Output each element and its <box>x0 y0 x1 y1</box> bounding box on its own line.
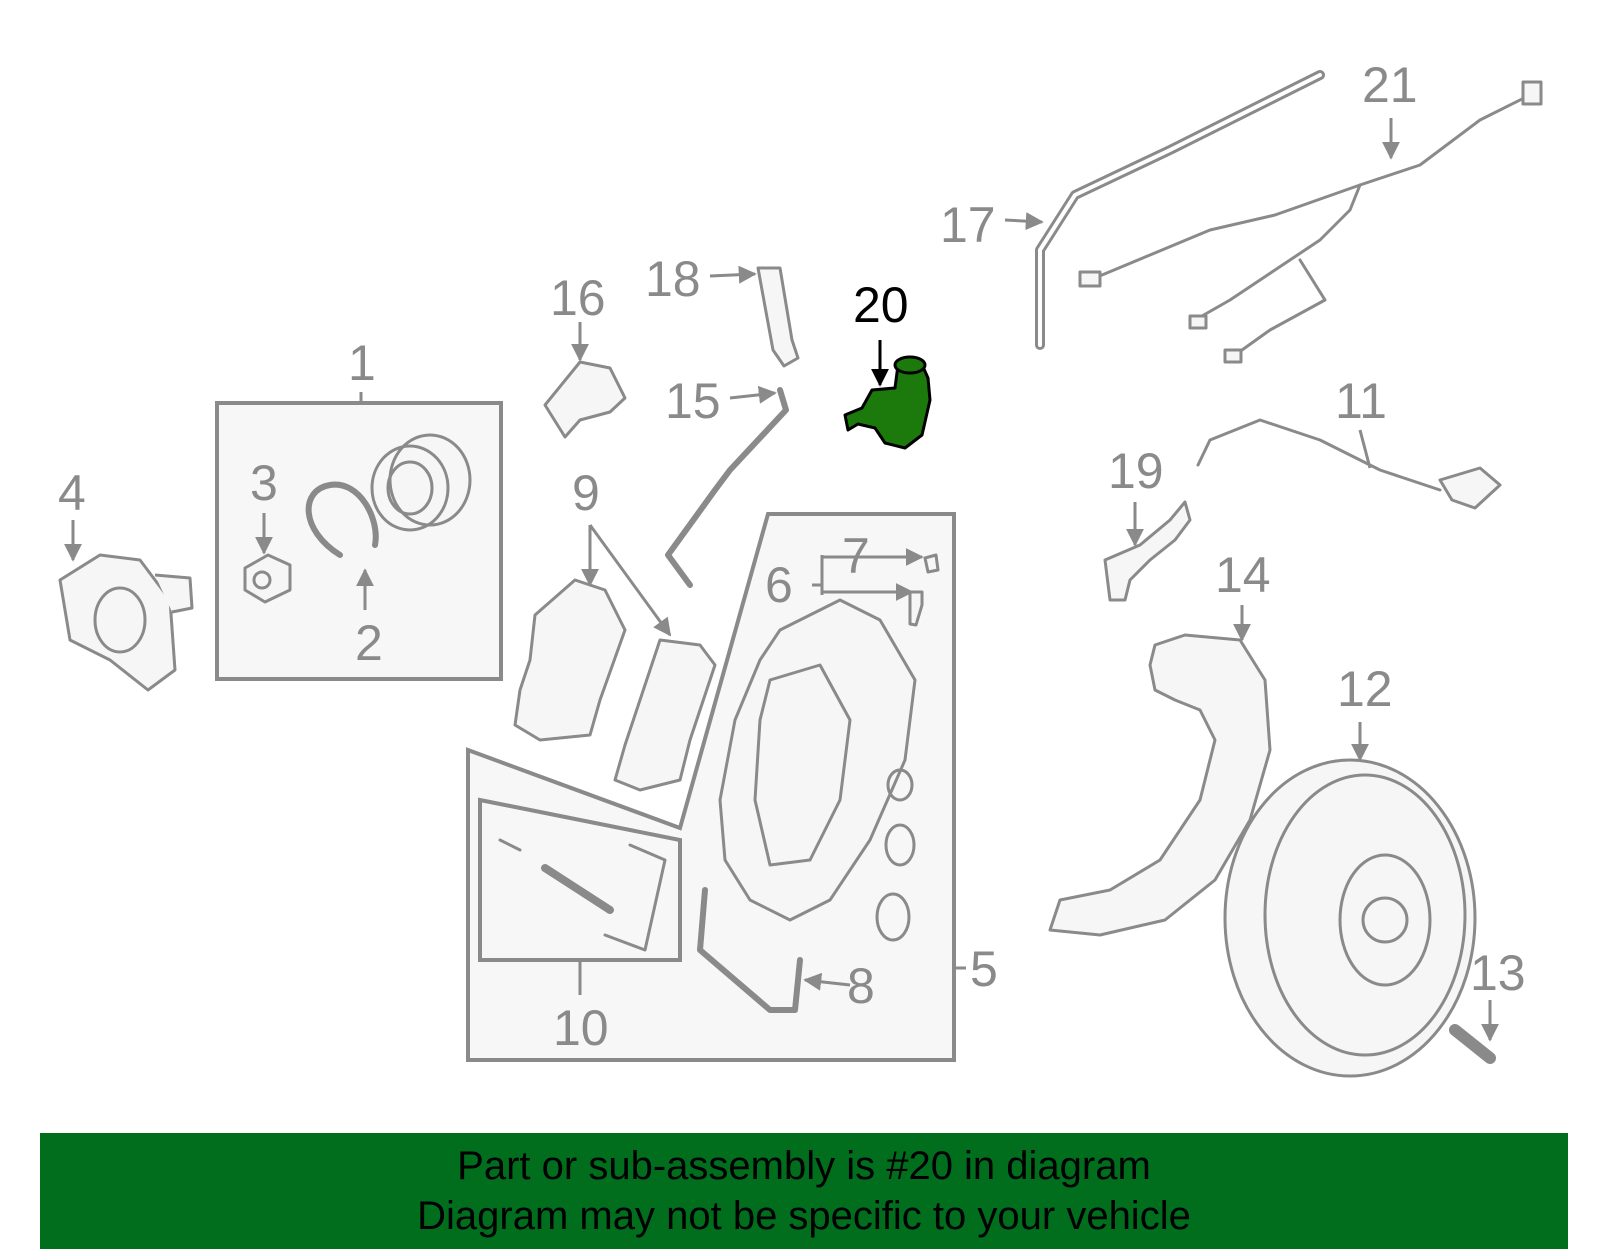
part-brake-line-15 <box>665 387 789 588</box>
part-abs-cable <box>1196 418 1502 510</box>
part-snap-ring <box>305 481 379 558</box>
part-bleeder-cap <box>923 553 940 574</box>
part-dust-shield <box>1048 633 1272 937</box>
leader-lines <box>64 118 1499 1042</box>
part-brake-line-8 <box>697 887 803 1013</box>
callout-4: 4 <box>58 465 86 521</box>
callout-18: 18 <box>645 251 701 307</box>
callout-15: 15 <box>665 373 721 429</box>
callout-6: 6 <box>765 557 793 613</box>
part-wheel-bearing <box>370 433 472 532</box>
part-sensor-20-highlighted <box>843 355 932 450</box>
group-box-10 <box>478 797 682 962</box>
part-brake-pads <box>513 578 717 792</box>
callout-21: 21 <box>1362 57 1418 113</box>
part-wheel-hub <box>58 553 194 692</box>
callout-5: 5 <box>970 941 998 997</box>
callout-19: 19 <box>1108 443 1164 499</box>
callout-20-highlighted: 20 <box>853 277 909 333</box>
part-bracket-18 <box>756 266 800 368</box>
callout-7: 7 <box>842 528 870 584</box>
callout-17: 17 <box>940 197 996 253</box>
callout-10: 10 <box>553 1000 609 1056</box>
callout-12: 12 <box>1337 661 1393 717</box>
part-brake-rotor <box>1223 758 1477 1078</box>
callout-13: 13 <box>1470 945 1526 1001</box>
part-hardware-kit <box>498 838 667 952</box>
part-dust-shield-small <box>543 360 627 439</box>
part-brake-hose <box>1035 70 1325 350</box>
callout-1: 1 <box>348 335 376 391</box>
part-wheel-bolt <box>1449 1024 1496 1064</box>
callout-8: 8 <box>847 958 875 1014</box>
part-wear-sensor-wiring <box>1078 80 1543 364</box>
info-banner: Part or sub-assembly is #20 in diagram D… <box>40 1133 1568 1249</box>
callout-14: 14 <box>1215 547 1271 603</box>
banner-line-1: Part or sub-assembly is #20 in diagram <box>457 1144 1151 1188</box>
callout-16: 16 <box>550 270 606 326</box>
part-bracket-19 <box>1103 500 1192 602</box>
part-nut <box>243 553 292 604</box>
callout-9: 9 <box>572 465 600 521</box>
callout-2: 2 <box>355 615 383 671</box>
callout-11: 11 <box>1335 373 1387 429</box>
part-caliper <box>718 598 917 942</box>
callout-3: 3 <box>250 455 278 511</box>
banner-line-2: Diagram may not be specific to your vehi… <box>417 1194 1191 1238</box>
